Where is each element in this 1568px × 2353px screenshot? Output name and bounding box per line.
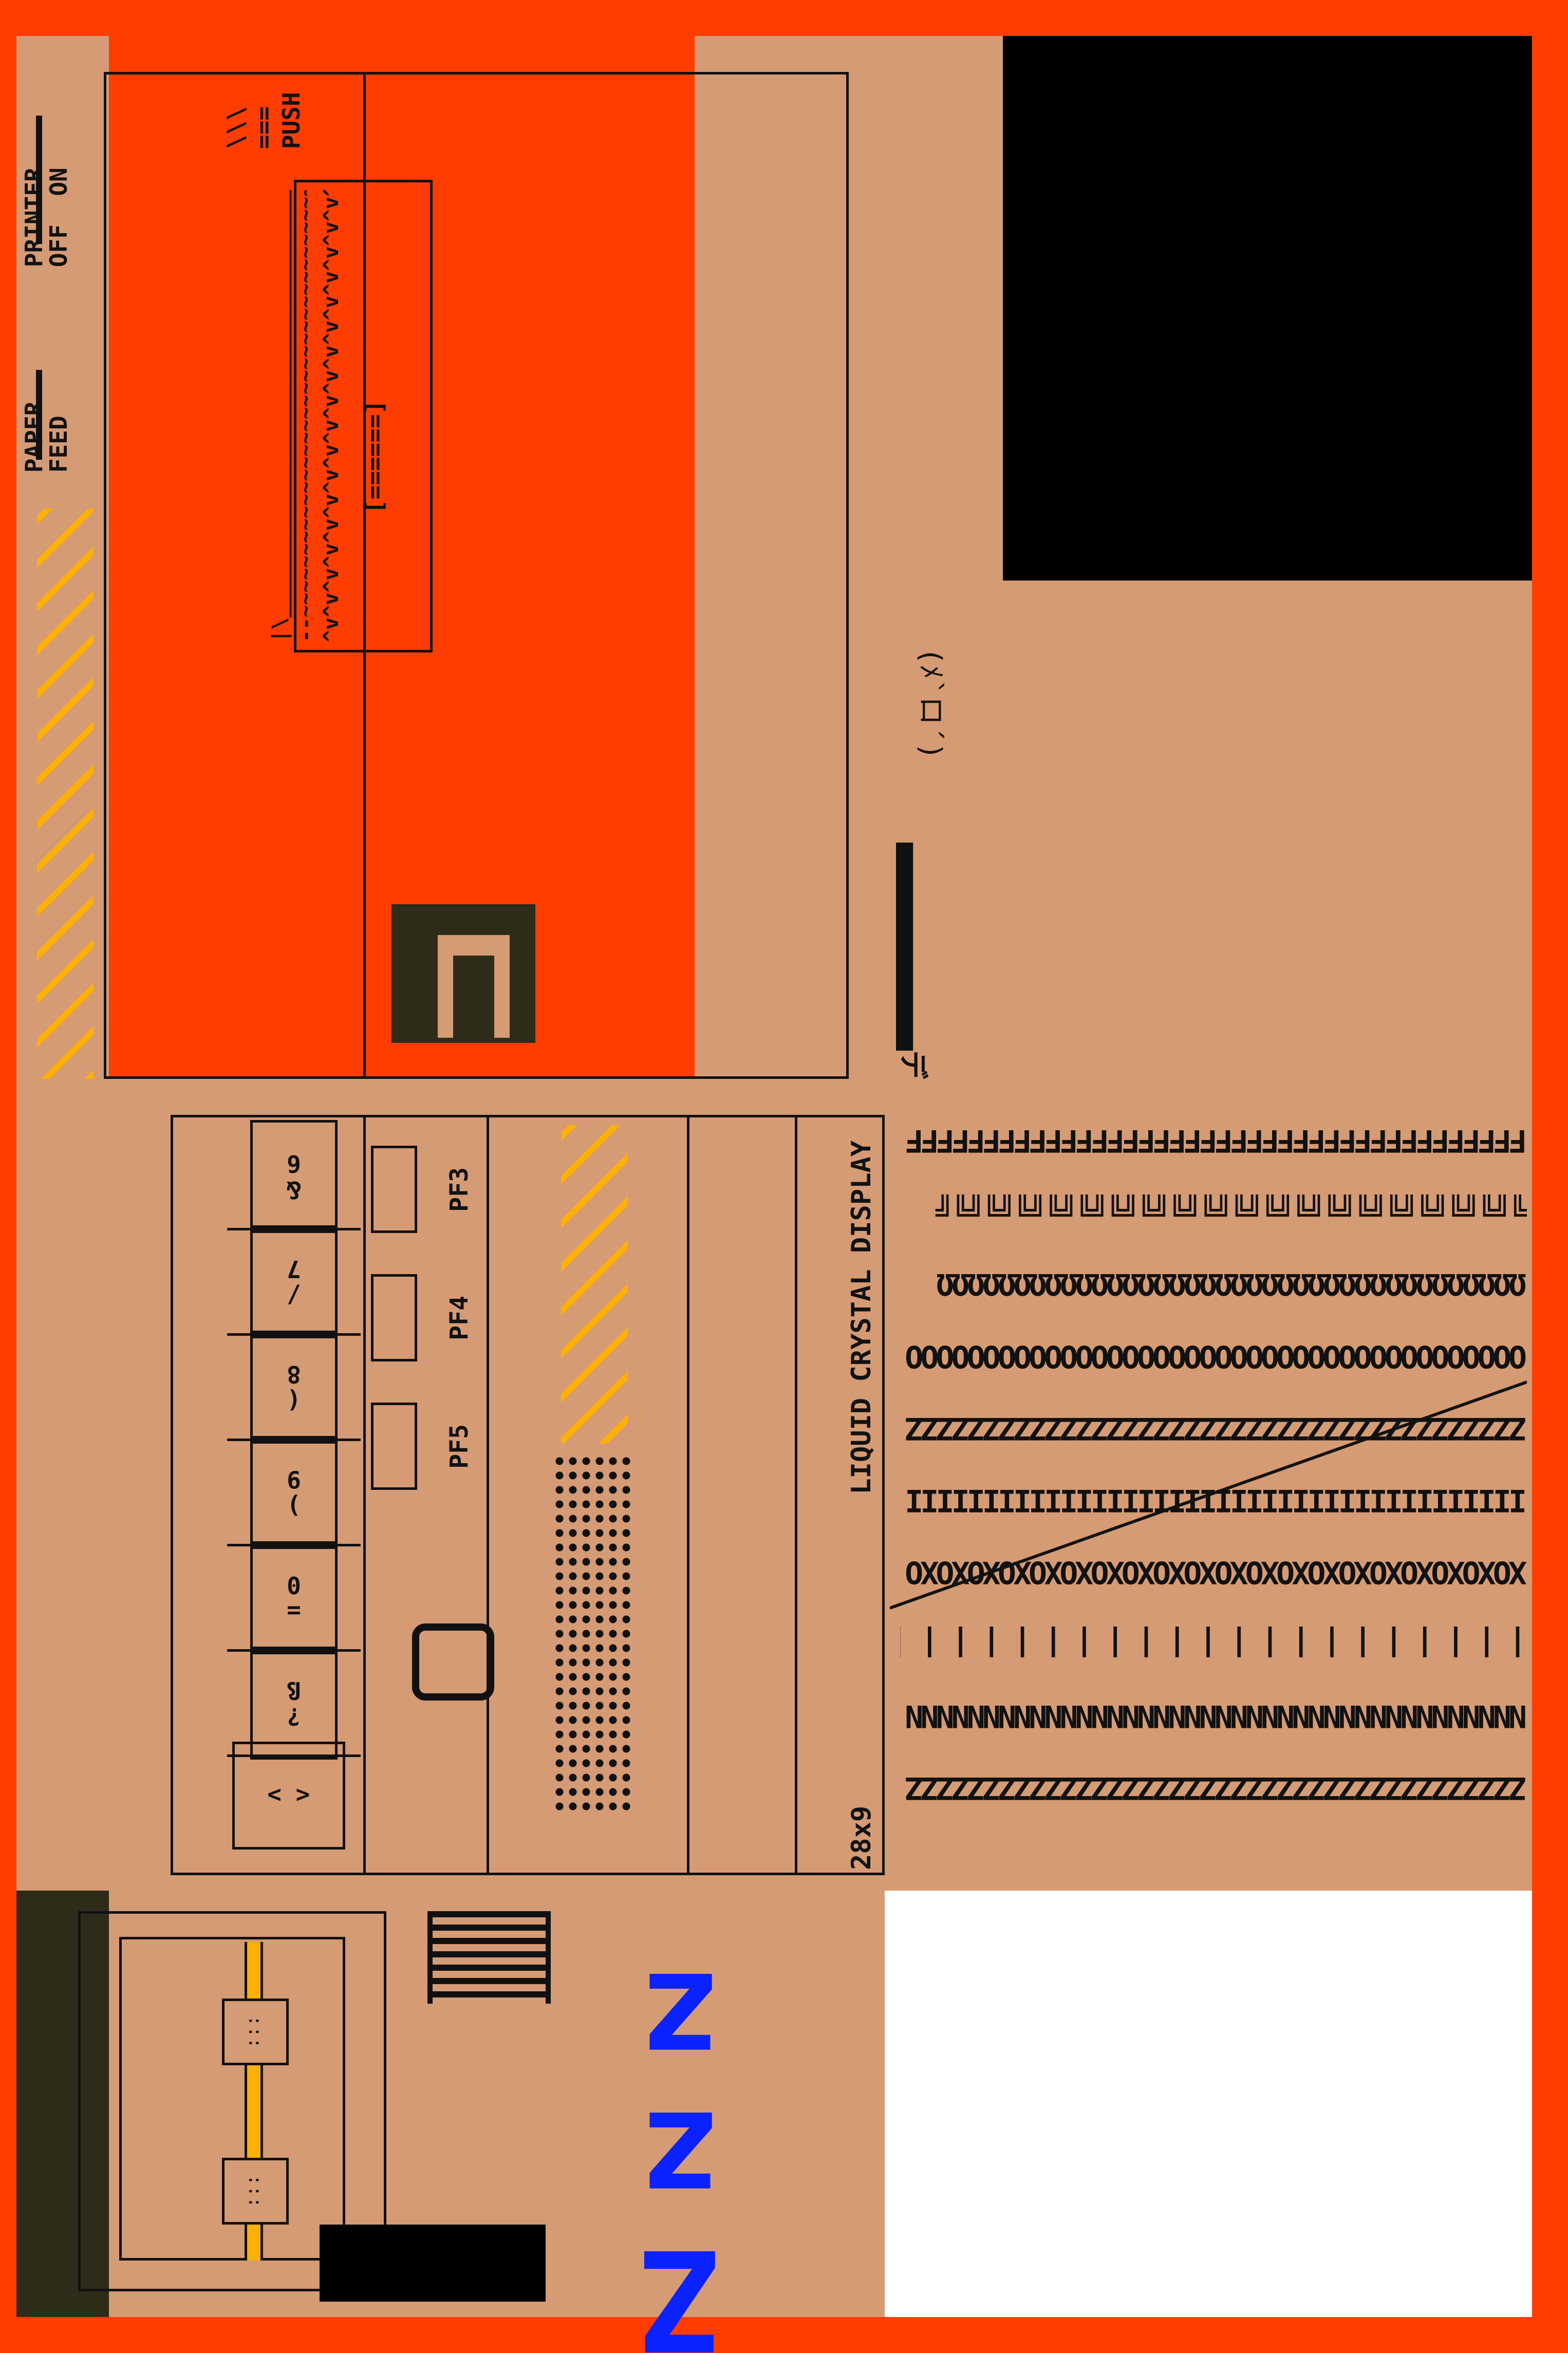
pf-key-label: PF4 — [445, 1295, 474, 1340]
arrow-key[interactable]: < > — [232, 1742, 345, 1850]
push-area: \\\ === PUSH — [222, 77, 356, 149]
key-bottom-label: 7 — [287, 1255, 301, 1283]
arrow-glyphs: < > — [267, 1782, 310, 1810]
printer-switch[interactable] — [36, 116, 42, 244]
paper-label: PAPER — [20, 401, 48, 473]
key-8: (8 — [227, 1331, 361, 1444]
diagonal-line — [890, 1380, 1527, 1610]
pf-key-5[interactable]: PF5 — [366, 1382, 479, 1510]
key-bottom-label: 9 — [287, 1466, 301, 1493]
key-top-label: = — [287, 1597, 301, 1625]
keypad-stripes — [561, 1125, 628, 1444]
pf-key-label: PF5 — [445, 1424, 474, 1469]
key-bottom-label: 6 — [287, 1150, 301, 1178]
key-bottom-label: 8 — [287, 1360, 301, 1388]
white-panel — [885, 1891, 1532, 2317]
key-0: =0 — [227, 1541, 361, 1654]
key-top-label: ( — [287, 1386, 301, 1414]
push-glyphs: \\\ === — [222, 106, 277, 149]
keypad-key[interactable]: =0 — [250, 1541, 338, 1654]
pf-key-label: PF3 — [445, 1167, 474, 1212]
robot-face-icon — [412, 1623, 494, 1701]
key-bottom-label: ß — [287, 1676, 301, 1704]
feed-label: FEED — [45, 416, 73, 473]
keypad-speaker — [551, 1454, 633, 1814]
paper-feed-label: PAPER FEED — [20, 360, 83, 473]
lcd-label-row: 28x9 LIQUID CRYSTAL DISPLAY — [838, 1125, 885, 1885]
black-display — [1003, 36, 1532, 581]
keypad-key[interactable]: &6 — [250, 1120, 338, 1233]
off-label: OFF — [45, 224, 73, 267]
key-top-label: / — [287, 1281, 301, 1309]
key-9: )9 — [227, 1436, 361, 1549]
keypad-divider-3 — [687, 1115, 689, 1875]
keypad-key[interactable]: (8 — [250, 1331, 338, 1444]
keypad-divider-2 — [487, 1115, 489, 1875]
pf-key-box[interactable] — [371, 1146, 417, 1233]
reel-left-label: ::: — [245, 2015, 266, 2049]
printer-switch-label: PRINTER OFF ON — [20, 103, 83, 267]
push-label[interactable]: PUSH — [277, 92, 305, 149]
pf-key-4[interactable]: PF4 — [366, 1254, 479, 1382]
lever-bottom: |\___________________________________/| — [268, 190, 292, 642]
key-top-label: ) — [287, 1491, 301, 1520]
key-top-label: ? — [287, 1702, 301, 1730]
paper-feed-button[interactable] — [36, 370, 42, 460]
pf-key-box[interactable] — [371, 1274, 417, 1361]
on-label: ON — [45, 167, 73, 196]
pf-key-3[interactable]: PF3 — [366, 1125, 479, 1254]
keypad-key[interactable]: /7 — [250, 1225, 338, 1338]
key-6: &6 — [227, 1120, 361, 1233]
lcd-size: 28x9 — [846, 1805, 877, 1870]
key-bottom-label: 0 — [287, 1571, 301, 1599]
printer-label: PRINTER — [20, 167, 48, 267]
pf-key-box[interactable] — [371, 1403, 417, 1490]
keypad-divider-4 — [795, 1115, 797, 1875]
key-top-label: & — [287, 1175, 301, 1204]
lcd-title: LIQUID CRYSTAL DISPLAY — [846, 1141, 877, 1495]
key-7: /7 — [227, 1225, 361, 1338]
reel-left: ::: — [222, 1999, 289, 2065]
keypad-key[interactable]: )9 — [250, 1436, 338, 1549]
reel-right: ::: — [222, 2158, 289, 2225]
slot-text: [======] — [361, 400, 388, 514]
reel-right-label: ::: — [245, 2174, 266, 2208]
c-logo-inner — [453, 956, 494, 1038]
cassette-black-bar — [320, 2225, 546, 2302]
